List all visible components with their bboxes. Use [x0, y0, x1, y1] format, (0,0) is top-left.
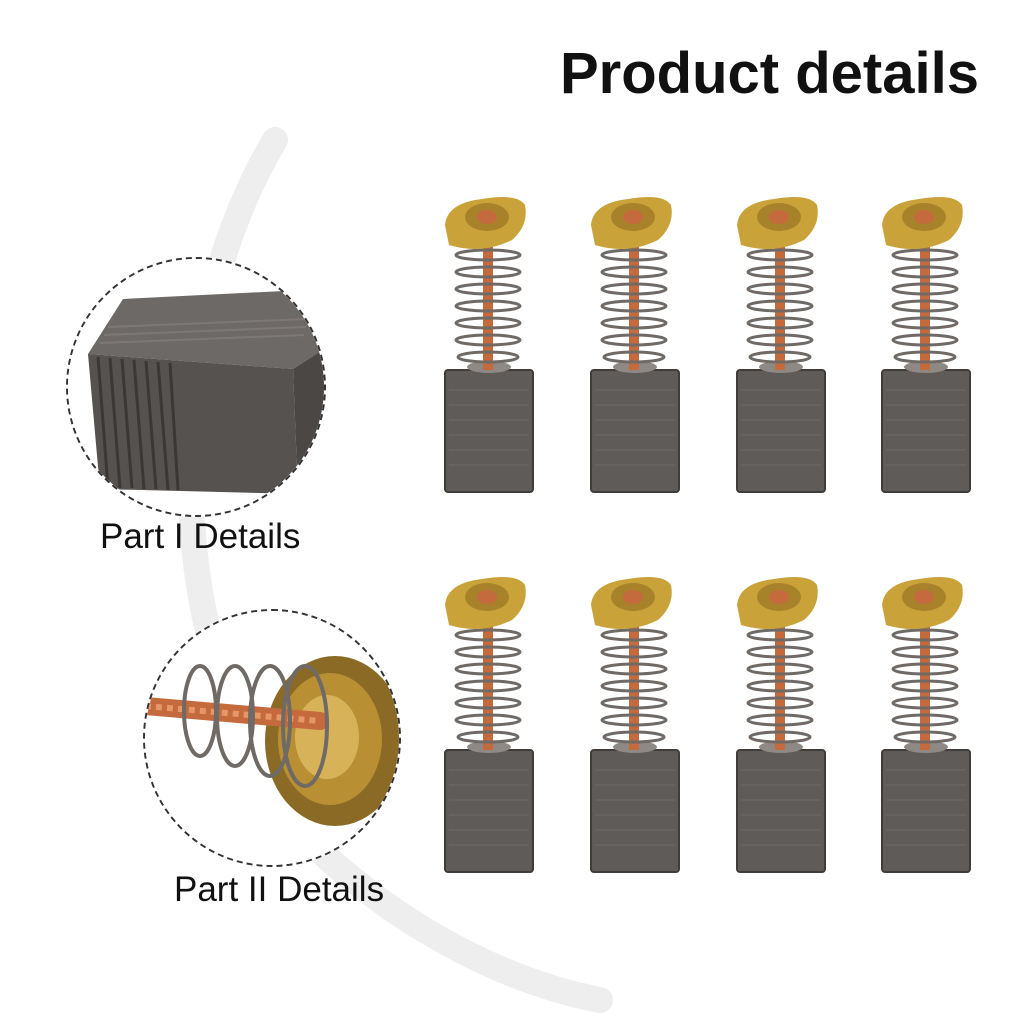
- carbon-brush: [735, 195, 827, 494]
- spring-cap-closeup: [145, 611, 399, 865]
- carbon-brush: [589, 195, 681, 494]
- page-title: Product details: [560, 41, 979, 106]
- part-2-details-label: Part II Details: [174, 870, 385, 909]
- carbon-brush: [589, 575, 681, 874]
- detail-circle-spring-cap: [143, 609, 401, 867]
- carbon-brush: [443, 575, 535, 874]
- carbon-block-closeup: [68, 259, 324, 515]
- carbon-brush: [735, 575, 827, 874]
- carbon-brush: [880, 575, 972, 874]
- carbon-brush: [880, 195, 972, 494]
- part-1-details-label: Part I Details: [100, 517, 301, 556]
- detail-circle-carbon-block: [66, 257, 326, 517]
- carbon-brush: [443, 195, 535, 494]
